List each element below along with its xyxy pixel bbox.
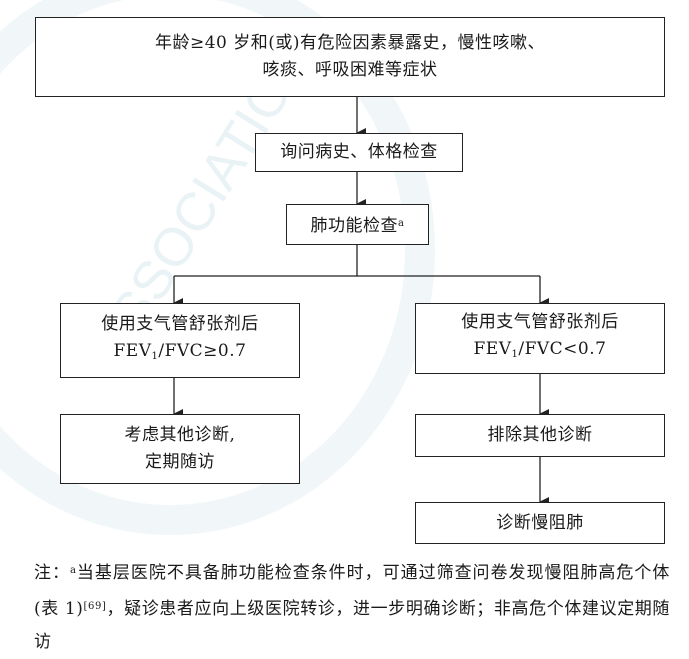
start-criteria-box: 年龄≥40 岁和(或)有危险因素暴露史，慢性咳嗽、 咳痰、呼吸困难等症状 bbox=[35, 17, 665, 97]
pft-label: 肺功能检查 bbox=[310, 215, 399, 236]
history-exam-label: 询问病史、体格检查 bbox=[280, 142, 438, 162]
right-result-line-2: FEV1/FVC<0.7 bbox=[474, 336, 607, 368]
exclude-other-label: 排除其他诊断 bbox=[487, 425, 593, 445]
left-result-box: 使用支气管舒张剂后 FEV1/FVC≥0.7 bbox=[60, 303, 300, 378]
left-result-fev: FEV bbox=[113, 341, 152, 361]
footnote-prefix: 注： bbox=[34, 563, 70, 583]
footnote: 注：a当基层医院不具备肺功能检查条件时，可通过筛查问卷发现慢阻肺高危个体(表 1… bbox=[34, 554, 670, 659]
consider-other-box: 考虑其他诊断, 定期随访 bbox=[60, 414, 300, 484]
left-result-line-1: 使用支气管舒张剂后 bbox=[101, 314, 259, 334]
consider-other-line-2: 定期随访 bbox=[145, 452, 215, 472]
history-exam-box: 询问病史、体格检查 bbox=[255, 133, 463, 172]
footnote-text-2: ，疑诊患者应向上级医院转诊，进一步明确诊断；非高危个体建议定期随访 bbox=[34, 599, 671, 652]
right-result-line-1: 使用支气管舒张剂后 bbox=[461, 312, 619, 332]
left-result-line-2: FEV1/FVC≥0.7 bbox=[114, 338, 247, 370]
pft-footnote-marker: a bbox=[398, 217, 405, 229]
right-result-box: 使用支气管舒张剂后 FEV1/FVC<0.7 bbox=[415, 303, 665, 374]
right-result-fev: FEV bbox=[473, 339, 512, 359]
footnote-text-1: 当基层医院不具备肺功能检查条件时，可通过筛查问卷发现慢阻肺高危个体(表 1) bbox=[34, 563, 670, 619]
left-result-fev-sub: 1 bbox=[151, 351, 159, 362]
right-result-ratio: /FVC<0.7 bbox=[518, 339, 607, 359]
diagnose-copd-label: 诊断慢阻肺 bbox=[496, 512, 584, 533]
footnote-marker: a bbox=[69, 565, 77, 576]
left-result-ratio: /FVC≥0.7 bbox=[158, 341, 247, 361]
pft-box: 肺功能检查a bbox=[286, 204, 429, 245]
diagnose-copd-box: 诊断慢阻肺 bbox=[415, 502, 665, 544]
start-criteria-line-2: 咳痰、呼吸困难等症状 bbox=[262, 60, 438, 80]
footnote-reference: [69] bbox=[83, 601, 107, 612]
pft-label-wrap: 肺功能检查a bbox=[311, 210, 405, 240]
start-criteria-line-1: 年龄≥40 岁和(或)有危险因素暴露史，慢性咳嗽、 bbox=[154, 33, 546, 53]
consider-other-line-1: 考虑其他诊断, bbox=[124, 425, 236, 445]
right-result-fev-sub: 1 bbox=[511, 349, 519, 360]
exclude-other-box: 排除其他诊断 bbox=[415, 414, 665, 457]
